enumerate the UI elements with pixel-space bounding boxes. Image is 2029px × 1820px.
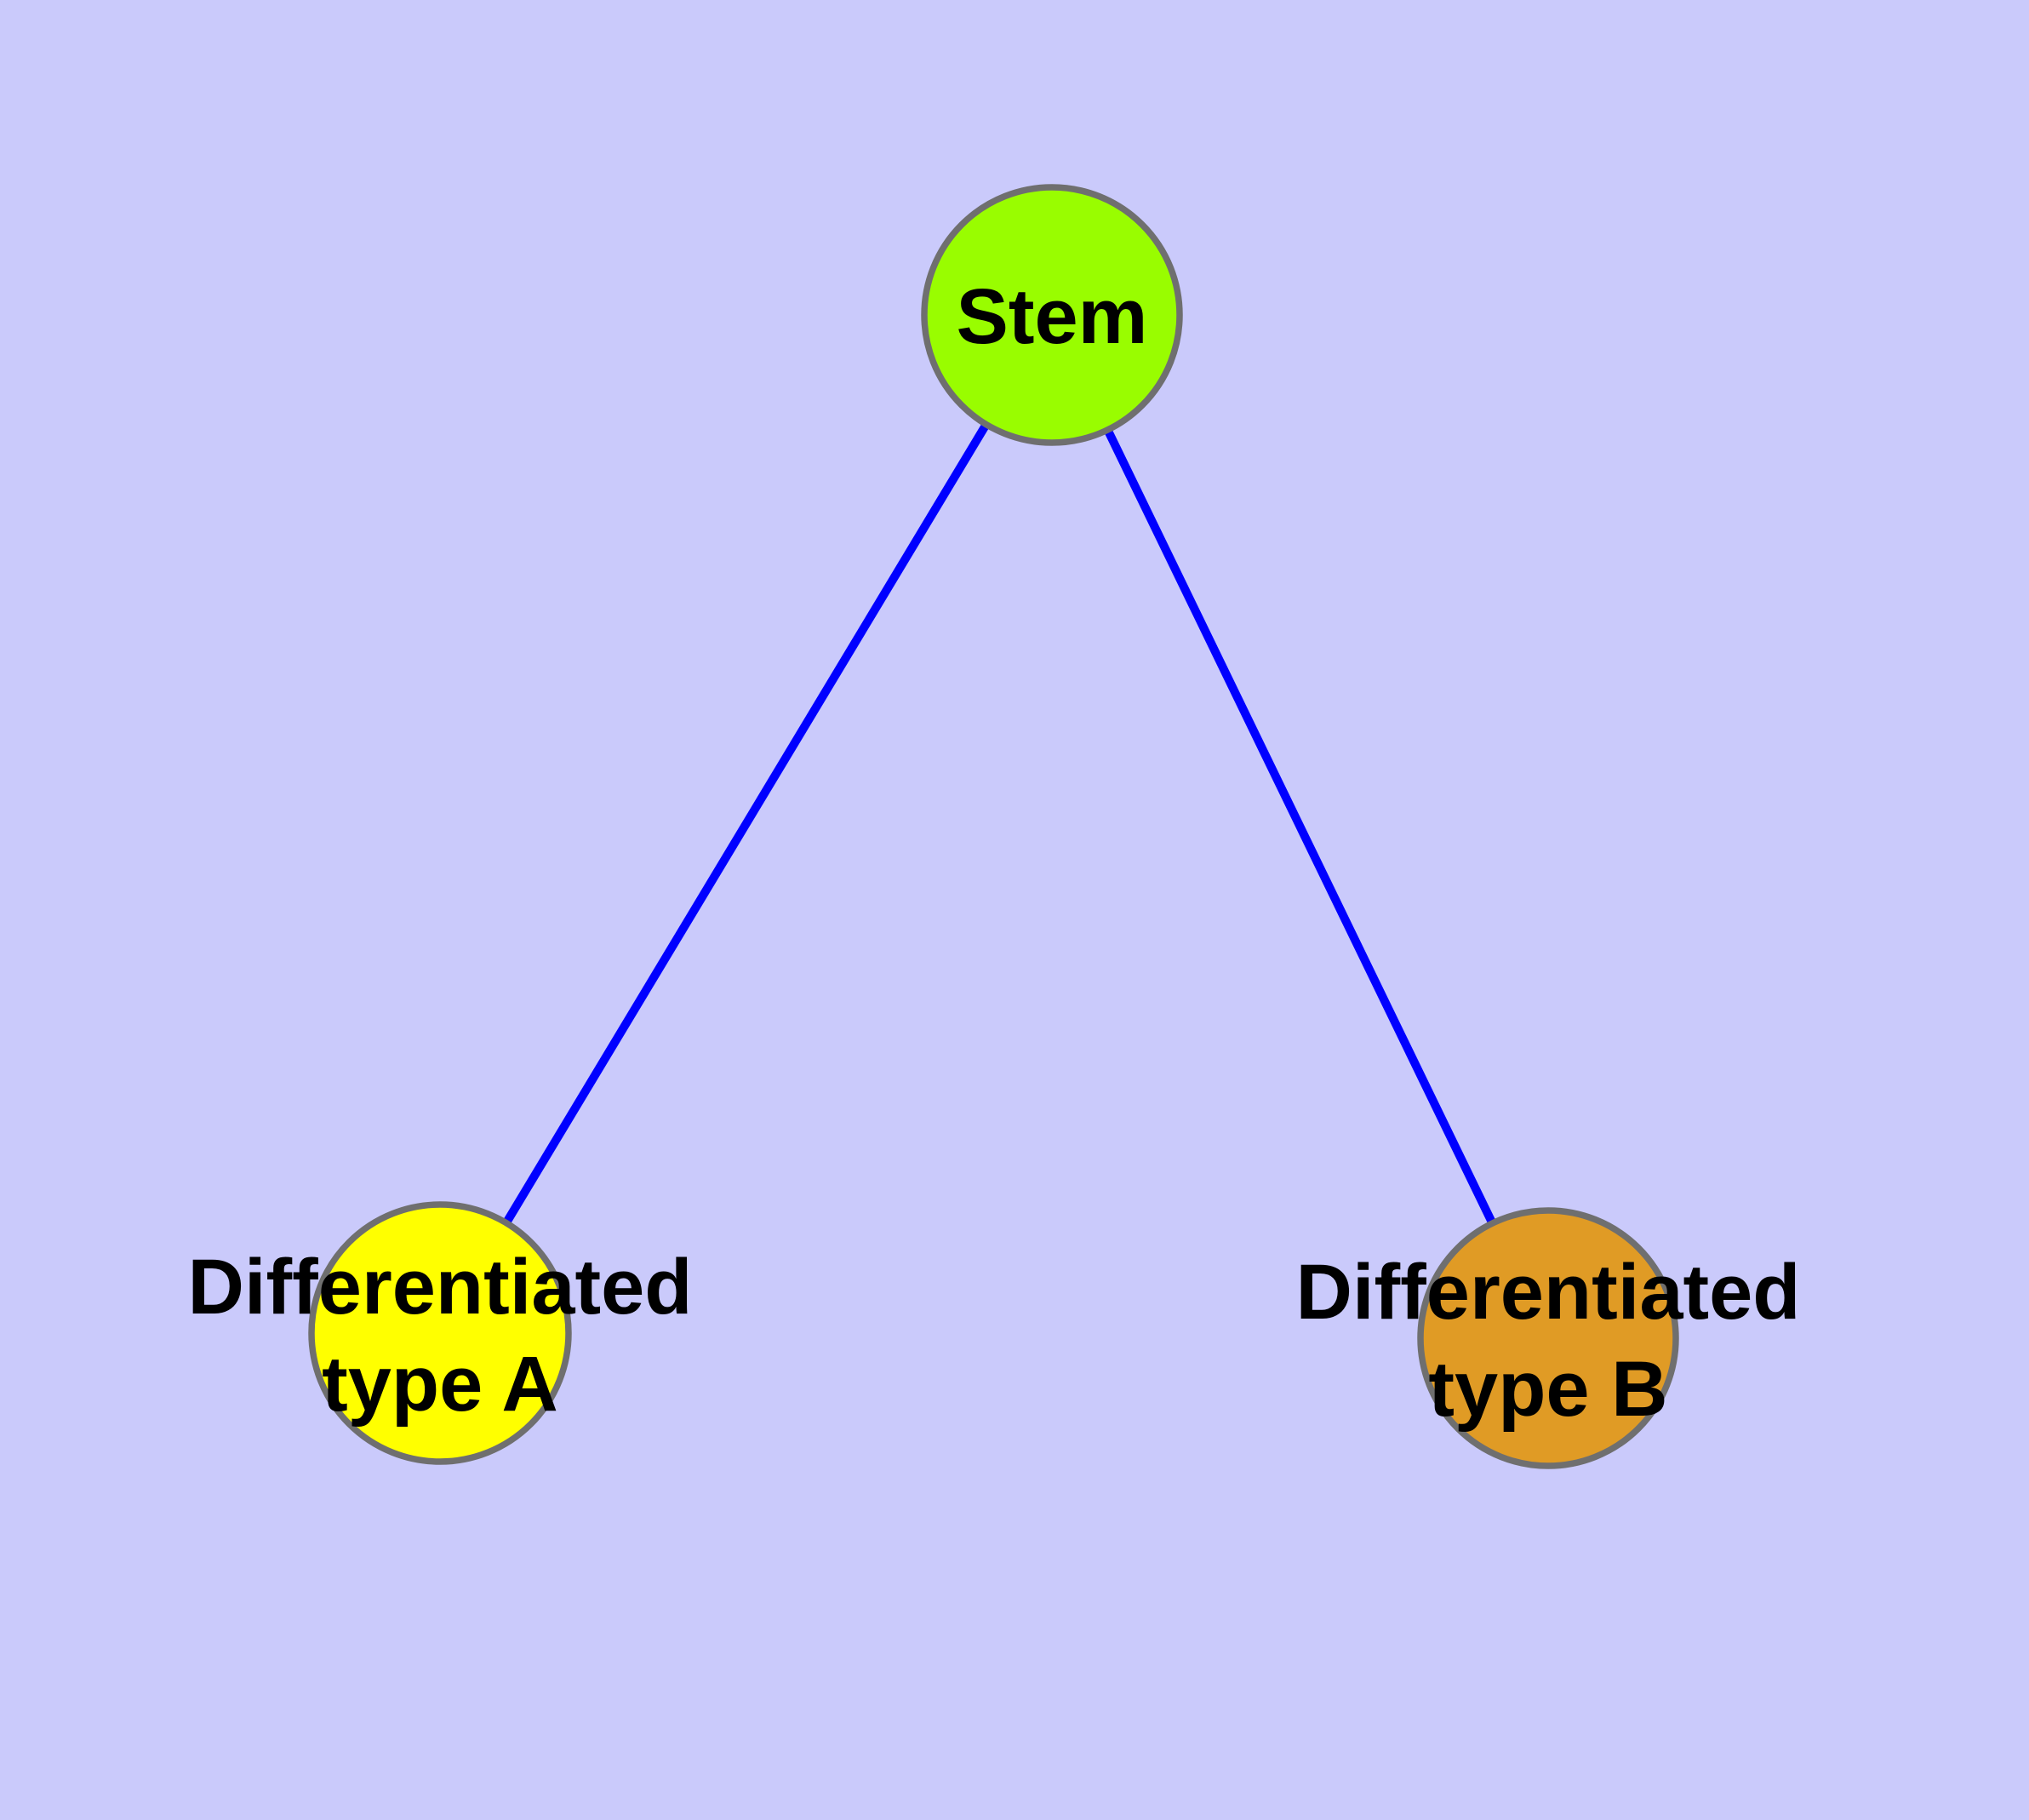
node-type-a-circle <box>308 1201 572 1465</box>
node-type-b-label-line1: Differentiated <box>1296 1249 1801 1336</box>
node-stem-circle <box>921 184 1183 446</box>
edge-stem-to-type-b <box>1048 312 1552 1341</box>
edge-stem-to-type-a <box>436 312 1056 1336</box>
node-stem-label: Stem <box>957 273 1148 360</box>
node-type-b-label-line2: type B <box>1428 1346 1667 1433</box>
node-type-a-label-line1: Differentiated <box>188 1244 693 1331</box>
node-type-b-circle <box>1417 1207 1679 1469</box>
node-type-a-label-line2: type A <box>322 1341 558 1428</box>
